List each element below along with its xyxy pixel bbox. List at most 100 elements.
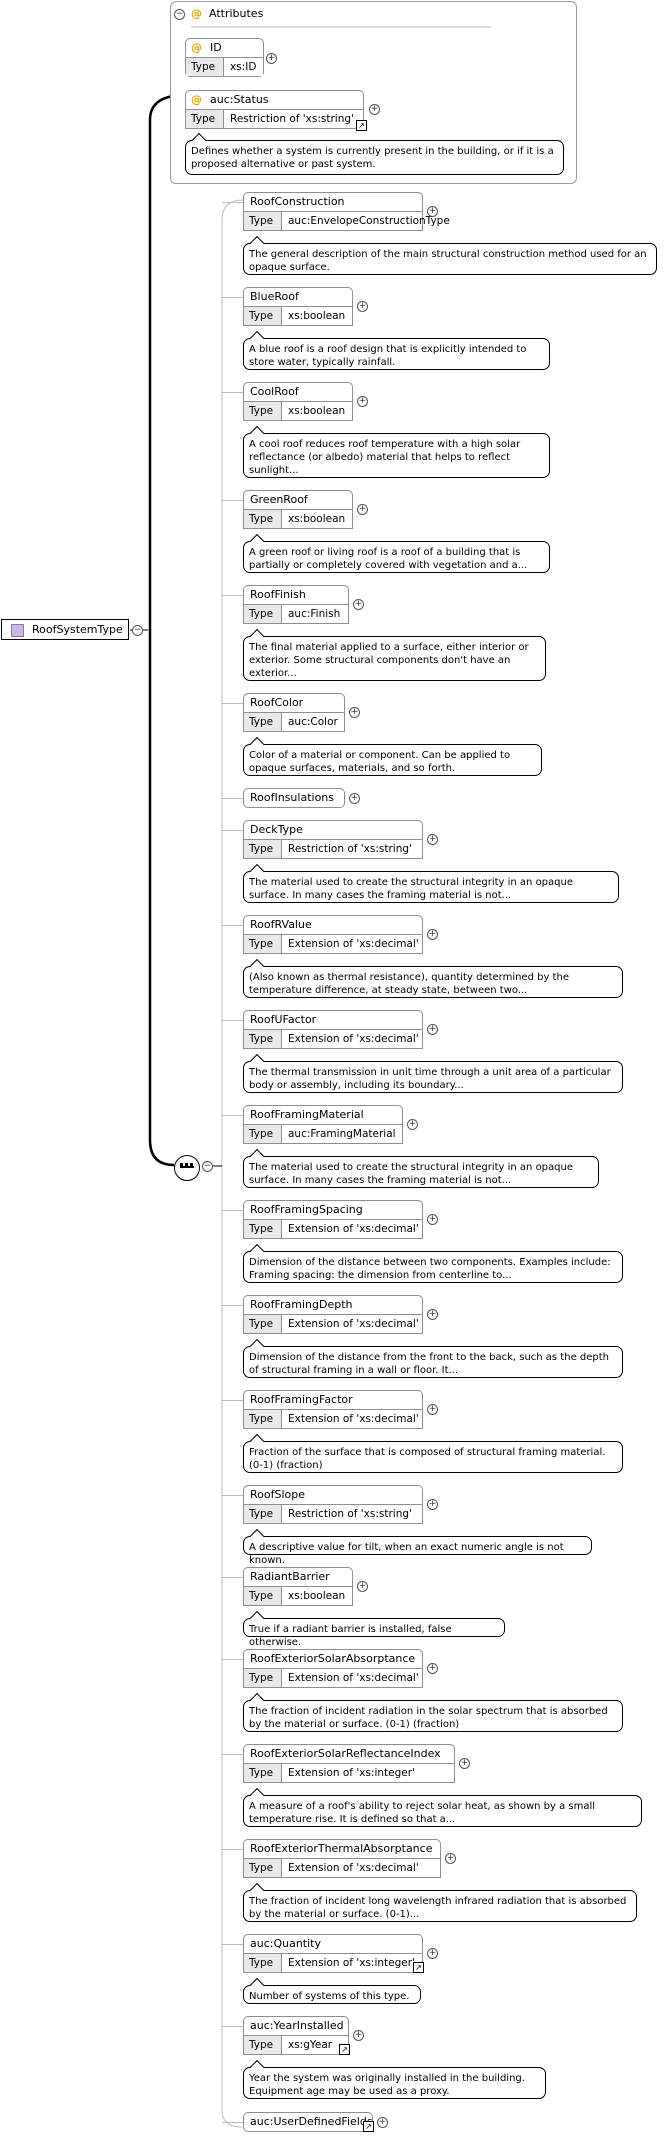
expand-icon[interactable]: +	[349, 793, 360, 804]
type-label: Type	[186, 58, 224, 76]
expand-icon[interactable]: +	[357, 396, 368, 407]
expand-icon[interactable]: +	[427, 1948, 438, 1959]
collapse-sequence-icon[interactable]: −	[202, 1161, 213, 1172]
attribute-marker-icon: @	[191, 7, 202, 20]
attribute-marker-icon: @	[191, 41, 202, 54]
element-name: RoofInsulations	[250, 791, 334, 804]
branch-connector	[222, 1115, 243, 1116]
element-name: RoofExteriorThermalAbsorptance	[250, 1842, 433, 1855]
branch-connector	[222, 392, 243, 393]
documentation-note: Number of systems of this type.	[243, 1985, 421, 2004]
type-label: Type	[244, 307, 282, 325]
external-link-icon[interactable]: ↗	[356, 120, 367, 131]
collapse-attributes-icon[interactable]: −	[174, 9, 185, 20]
external-link-icon[interactable]: ↗	[413, 1962, 424, 1973]
element-name: auc:UserDefinedFields	[250, 2115, 373, 2128]
element-name: RoofSlope	[250, 1488, 305, 1501]
type-label: Type	[244, 1125, 282, 1143]
element-name: RoofFramingSpacing	[250, 1203, 363, 1216]
collapse-toggle-icon[interactable]: −	[132, 625, 143, 636]
documentation-note: A green roof or living roof is a roof of…	[243, 541, 550, 573]
type-value: auc:FramingMaterial	[288, 1128, 396, 1140]
expand-icon[interactable]: +	[357, 504, 368, 515]
expand-icon[interactable]: +	[459, 1758, 470, 1769]
sequence-compositor-icon[interactable]	[174, 1155, 200, 1181]
expand-icon[interactable]: +	[427, 1404, 438, 1415]
expand-icon[interactable]: +	[427, 929, 438, 940]
expand-icon[interactable]: +	[266, 53, 277, 64]
element-name: GreenRoof	[250, 493, 308, 506]
expand-icon[interactable]: +	[427, 834, 438, 845]
element-name: RoofFinish	[250, 588, 306, 601]
type-value: Extension of 'xs:integer'	[288, 1767, 415, 1779]
documentation-note: A blue roof is a roof design that is exp…	[243, 338, 550, 370]
element-name: auc:Quantity	[250, 1937, 322, 1950]
documentation-note: Year the system was originally installed…	[243, 2067, 546, 2099]
attribute-name: auc:Status	[210, 93, 269, 106]
documentation-note: Dimension of the distance between two co…	[243, 1251, 623, 1283]
documentation-note: Fraction of the surface that is composed…	[243, 1441, 623, 1473]
type-value: auc:Finish	[288, 608, 341, 620]
root-element-box[interactable]: RoofSystemType	[1, 619, 129, 640]
expand-icon[interactable]: +	[427, 1663, 438, 1674]
type-label: Type	[244, 2036, 282, 2054]
type-value: Extension of 'xs:decimal'	[288, 1413, 419, 1425]
type-value: Extension of 'xs:decimal'	[288, 1862, 419, 1874]
expand-icon[interactable]: +	[349, 707, 360, 718]
element-box[interactable]: RoofInsulations	[243, 788, 345, 808]
external-link-icon[interactable]: ↗	[363, 2121, 374, 2132]
element-name: RoofExteriorSolarAbsorptance	[250, 1652, 416, 1665]
type-label: Type	[244, 510, 282, 528]
type-value: Restriction of 'xs:string'	[288, 1508, 412, 1520]
type-value: Extension of 'xs:integer'	[288, 1957, 415, 1969]
type-label: Type	[244, 1030, 282, 1048]
branch-connector	[222, 1400, 243, 1401]
expand-icon[interactable]: +	[427, 1214, 438, 1225]
type-value: xs:boolean	[288, 513, 346, 525]
type-label: Type	[244, 713, 282, 731]
branch-connector	[222, 798, 243, 799]
expand-icon[interactable]: +	[353, 2030, 364, 2041]
expand-icon[interactable]: +	[369, 104, 380, 115]
element-name: CoolRoof	[250, 385, 299, 398]
expand-icon[interactable]: +	[427, 1499, 438, 1510]
external-link-icon[interactable]: ↗	[339, 2044, 350, 2055]
expand-icon[interactable]: +	[427, 1309, 438, 1320]
element-name: RadiantBarrier	[250, 1570, 330, 1583]
expand-icon[interactable]: +	[427, 206, 438, 217]
expand-icon[interactable]: +	[445, 1853, 456, 1864]
expand-icon[interactable]: +	[407, 1119, 418, 1130]
type-value: auc:Color	[288, 716, 338, 728]
expand-icon[interactable]: +	[357, 301, 368, 312]
expand-icon[interactable]: +	[377, 2117, 388, 2128]
expand-icon[interactable]: +	[353, 599, 364, 610]
expand-icon[interactable]: +	[427, 1024, 438, 1035]
branch-connector	[222, 1849, 243, 1850]
expand-icon[interactable]: +	[357, 1581, 368, 1592]
element-box[interactable]: auc:UserDefinedFields	[243, 2112, 373, 2132]
documentation-note: (Also known as thermal resistance), quan…	[243, 966, 623, 998]
